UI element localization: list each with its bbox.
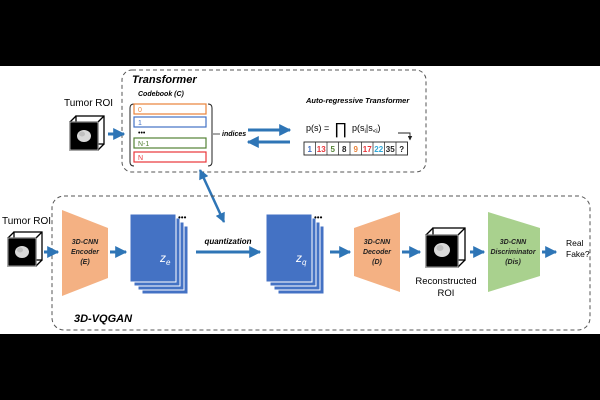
quantization-label: quantization <box>204 237 251 246</box>
reconstructed-label-line1: Reconstructed <box>415 276 476 287</box>
discriminator-block <box>488 212 540 292</box>
decoder-block <box>354 212 400 292</box>
sequence-frame <box>303 141 408 156</box>
sequence-token: 1 <box>308 145 313 154</box>
codebook-entry-n <box>133 151 207 163</box>
codebook-entry-n-label: N <box>138 155 143 162</box>
codebook-bracket <box>129 103 135 167</box>
formula-lhs: p(s) = <box>306 123 329 133</box>
sequence-token: ? <box>399 145 404 154</box>
encoder-block <box>62 210 108 296</box>
ze-stack <box>129 213 189 295</box>
transformer-title: Transformer <box>132 74 197 86</box>
codebook-entry-n-1 <box>133 137 207 149</box>
zq-stack <box>265 213 325 295</box>
decoder-label-line1: 3D-CNN <box>364 239 391 246</box>
zq-ellipsis: ••• <box>314 213 323 222</box>
codebook-ellipsis: ••• <box>138 130 146 137</box>
codebook-entry-1-label: 1 <box>138 120 142 127</box>
codebook-entry-0 <box>133 103 207 115</box>
output-label-line1: Real <box>566 238 584 248</box>
sequence-token: 13 <box>317 145 326 154</box>
discriminator-label-line1: 3D-CNN <box>500 239 527 246</box>
tumor-roi-top-cube-icon <box>69 115 105 151</box>
ar-formula: p(s) = ∏ p(si|s<i) <box>306 121 381 138</box>
output-label-line2: Fake? <box>566 249 590 259</box>
discriminator-label-line3: (Dis) <box>505 259 521 266</box>
sequence-token: 35 <box>386 145 395 154</box>
decoder-label-line3: (D) <box>372 259 382 266</box>
vqgan-box <box>51 195 591 331</box>
indices-label: indices <box>222 131 246 138</box>
ze-label: ze <box>159 251 171 267</box>
sequence-token: 5 <box>331 145 336 154</box>
codebook-entry-0-label: 0 <box>138 107 142 114</box>
vqgan-title: 3D-VQGAN <box>74 313 133 325</box>
formula-product-icon: ∏ <box>334 121 347 138</box>
encoder-label-line1: 3D-CNN <box>72 239 99 246</box>
encoder-label-line3: (E) <box>80 259 90 266</box>
tumor-roi-bottom-cube-icon <box>7 231 43 267</box>
sequence-token: 8 <box>342 145 347 154</box>
formula-arrow-icon <box>398 132 413 141</box>
tumor-roi-bottom-label: Tumor ROI <box>2 216 51 227</box>
codebook-bracket-right <box>207 103 213 167</box>
codebook-entry-1 <box>133 116 207 128</box>
sequence-token: 9 <box>354 145 359 154</box>
sequence-token: 17 <box>363 145 372 154</box>
formula-rhs: p(si|s<i) <box>352 123 381 135</box>
sequence-token: 22 <box>374 145 383 154</box>
codebook-label: Codebook (C) <box>138 91 185 98</box>
decoder-label-line2: Decoder <box>363 249 392 256</box>
codebook-entries: 0 1 ••• N-1 N <box>133 103 207 163</box>
transformer-box <box>121 69 427 173</box>
ar-title: Auto-regressive Transformer <box>305 96 410 105</box>
discriminator-label-line2: Discriminator <box>490 249 536 256</box>
zq-label: zq <box>295 251 307 267</box>
reconstructed-roi-cube-icon <box>425 227 466 268</box>
ze-ellipsis: ••• <box>178 213 187 222</box>
tumor-roi-top-label: Tumor ROI <box>64 98 113 109</box>
codebook-entry-n-1-label: N-1 <box>138 141 149 148</box>
reconstructed-label-line2: ROI <box>438 288 455 299</box>
encoder-label-line2: Encoder <box>71 249 100 256</box>
